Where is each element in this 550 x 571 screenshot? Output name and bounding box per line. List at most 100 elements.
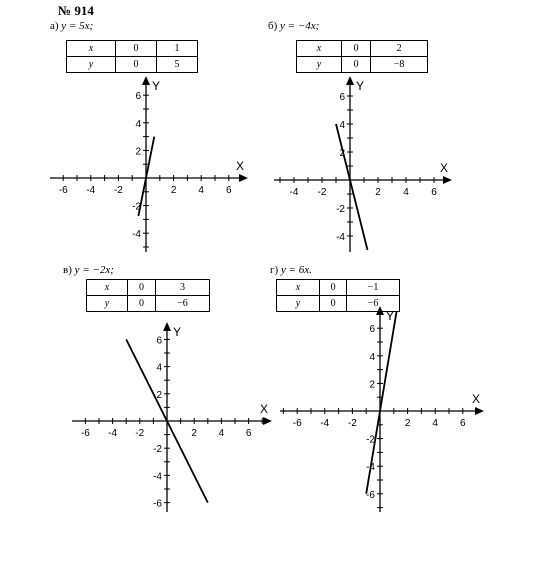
graph-a-y-axis-name: Y [152,79,160,93]
table-row: y 0 −6 [276,295,400,312]
part-b-label: б) y = −4x; [268,20,319,32]
part-d-label: г) y = 6x. [270,264,312,276]
table-cell: 0 [340,56,372,73]
graph-b-x-tick-label: 6 [431,187,437,198]
graph-a-x-tick-label: 6 [226,185,232,196]
table-row: x 0 2 [296,40,428,57]
graph-b-x-tick-label: 2 [375,187,381,198]
part-a-label: а) y = 5x; [50,20,93,32]
table-cell: −6 [346,295,400,312]
part-d-letter: г) [270,264,279,276]
table-row: y 0 −8 [296,56,428,73]
graph-d-x-tick-label: 4 [432,418,438,429]
graph-c-function-line [125,338,209,504]
graph-b-y-tick-label: 6 [339,92,345,103]
part-a-letter: а) [50,20,59,32]
table-cell: 0 [318,295,348,312]
graph-b-y-tick-label: -2 [336,204,345,215]
graph-d-x-tick-label: 2 [405,418,411,429]
graph-c-x-axis-name: X [260,402,268,416]
graph-a-x-tick-label: -4 [86,185,95,196]
graph-a-y-arrow [142,76,150,85]
graph-b-x-tick-label: -2 [318,187,327,198]
graph-a-y-tick-label: 6 [135,91,141,102]
graph-b-x-tick-label: -4 [290,187,299,198]
graph-a-x-tick-label: -6 [59,185,68,196]
y-header-cell: y [296,56,342,73]
part-c-value-table: x 0 3 y 0 −6 [86,279,211,312]
table-cell: 5 [156,56,198,73]
part-c-label: в) y = −2x; [63,264,114,276]
graph-d-x-tick-label: -4 [320,418,329,429]
part-d-value-table: x 0 −1 y 0 −6 [276,279,400,312]
graph-b-x-axis-name: X [440,161,448,175]
graph-c-y-tick-label: -2 [153,444,162,455]
graph-b-x-arrow [443,176,452,184]
part-b-equation: y = −4x; [280,20,320,32]
graph-b-y-tick-label: -4 [336,232,345,243]
graph-c-x-tick-label: 4 [219,428,225,439]
part-c-letter: в) [63,264,72,276]
graph-a-x-tick-label: 2 [171,185,177,196]
graph-b-y-tick-label: 4 [339,120,345,131]
part-d-equation: y = 6x. [280,264,312,276]
table-row: x 0 −1 [276,279,400,296]
part-b-letter: б) [268,20,278,32]
part-b-value-table: x 0 2 y 0 −8 [296,40,428,73]
graph-d-x-tick-label: -2 [348,418,357,429]
table-cell: −8 [370,56,428,73]
graph-d-y-axis-name: Y [386,309,394,323]
graph-d-y-tick-label: 4 [369,352,375,363]
table-cell: 3 [154,279,211,296]
graph-c-x-tick-label: 2 [191,428,197,439]
graph-c-y-tick-label: -6 [153,499,162,510]
graph-d-x-axis-name: X [472,392,480,406]
graph-a-x-tick-label: 4 [198,185,204,196]
graph-a-function-line [137,136,156,217]
part-a-value-table: x 0 1 y 0 5 [66,40,198,73]
graph-c-y-tick-label: 6 [156,335,162,346]
graph-b-y-tick-label: 2 [339,148,345,159]
graph-a-y-tick-label: -4 [132,229,141,240]
graph-d-x-tick-label: 6 [460,418,466,429]
graph-b-y-arrow [346,76,354,85]
graph-a-y-tick-label: 2 [135,146,141,157]
y-header-cell: y [276,295,320,312]
table-row: y 0 −6 [86,295,211,312]
y-header-cell: y [66,56,116,73]
graph-c-y-axis-name: Y [173,325,181,339]
graph-d-x-arrow [475,407,484,415]
graph-d-y-tick-label: -2 [366,435,375,446]
table-cell: −6 [154,295,211,312]
table-row: y 0 5 [66,56,198,73]
graph-d-y-tick-label: 2 [369,379,375,390]
graph-a-y-tick-label: -2 [132,202,141,213]
graph-b-x-tick-label: 4 [403,187,409,198]
graph-c-x-tick-label: -2 [135,428,144,439]
graph-c-y-tick-label: -4 [153,471,162,482]
graph-d-y-tick-label: 6 [369,324,375,335]
graph-c-y-tick-label: 2 [156,390,162,401]
graph-c-y-tick-label: 4 [156,363,162,374]
graph-c-x-tick-label: -6 [81,428,90,439]
table-row: x 0 3 [86,279,211,296]
graph-d-function-line [365,311,398,494]
graph-c-x-tick-label: -4 [108,428,117,439]
graph-b-y-axis-name: Y [356,79,364,93]
graph-b-function-line [335,123,369,251]
graph-a-x-tick-label: -2 [114,185,123,196]
graph-d-y-arrow [376,306,384,315]
graph-a-x-axis-name: X [236,159,244,173]
graph-d-x-tick-label: -6 [293,418,302,429]
graph-c-x-tick-label: 6 [246,428,252,439]
graph-d-y-tick-label: -6 [366,490,375,501]
graph-a-y-tick-label: 4 [135,119,141,130]
y-header-cell: y [86,295,128,312]
table-cell: 0 [340,40,372,57]
graph-c-x-arrow [263,417,272,425]
problem-number: № 914 [58,3,94,18]
part-c-equation: y = −2x; [74,264,114,276]
part-a-equation: y = 5x; [61,20,94,32]
graph-c-y-arrow [163,322,171,331]
